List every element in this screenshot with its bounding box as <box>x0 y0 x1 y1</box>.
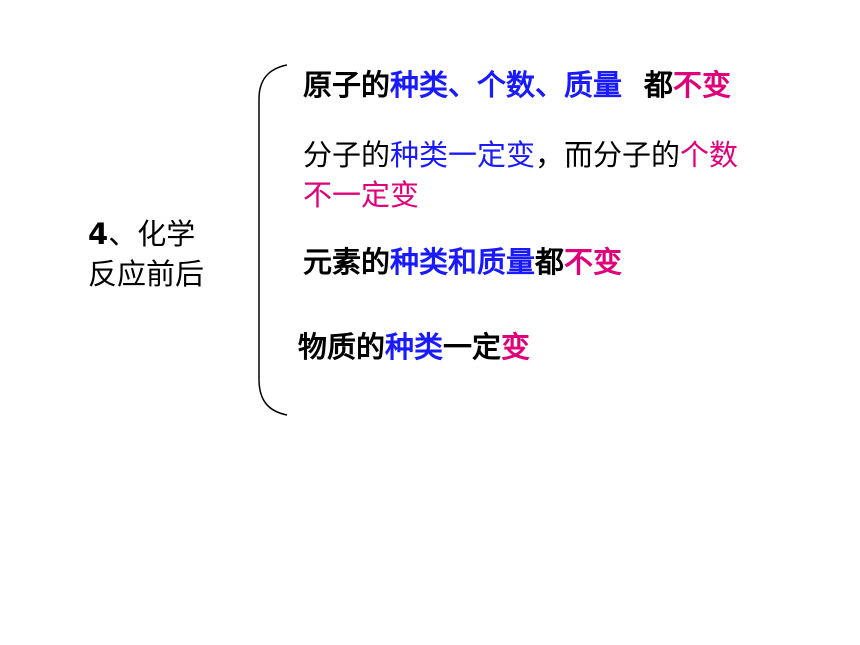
statement-molecules: 分子的种类一定变，而分子的个数 <box>303 136 738 174</box>
statement-elements: 元素的种类和质量都不变 <box>303 243 622 281</box>
statement-atoms-subject: 原子的 <box>303 68 391 102</box>
statement-molecules-type-changes: 种类一定变 <box>390 138 536 172</box>
topic-label-line1: 4、化学 <box>88 214 228 254</box>
statement-atoms: 原子的种类、个数、质量都不变 <box>303 66 731 104</box>
statement-substances-subject: 物质的 <box>298 330 386 364</box>
statement-elements-unchanged: 不变 <box>564 245 623 279</box>
statement-atoms-properties: 种类、个数、质量 <box>390 68 623 102</box>
statement-substances: 物质的种类一定变 <box>298 328 530 366</box>
statement-molecules-continued: 不一定变 <box>303 176 419 214</box>
statement-molecules-subject: 分子的 <box>303 138 391 172</box>
statement-substances-definitely: 一定 <box>443 330 502 364</box>
topic-number: 4 <box>88 217 109 251</box>
left-brace <box>258 64 288 416</box>
statement-elements-properties: 种类和质量 <box>390 245 536 279</box>
topic-label: 4、化学 反应前后 <box>88 214 228 294</box>
statement-atoms-unchanged: 不变 <box>673 68 732 102</box>
statement-elements-all: 都 <box>535 245 565 279</box>
topic-title-part1: 、化学 <box>108 217 196 251</box>
statement-molecules-not-necessarily-change: 不一定变 <box>303 178 420 212</box>
statement-substances-changes: 变 <box>501 330 531 364</box>
statement-elements-subject: 元素的 <box>303 245 391 279</box>
topic-label-line2: 反应前后 <box>88 257 205 291</box>
statement-substances-type: 种类 <box>385 330 444 364</box>
statement-molecules-connector: ，而分子的 <box>535 138 681 172</box>
statement-molecules-count: 个数 <box>680 138 739 172</box>
statement-atoms-all: 都 <box>644 68 674 102</box>
